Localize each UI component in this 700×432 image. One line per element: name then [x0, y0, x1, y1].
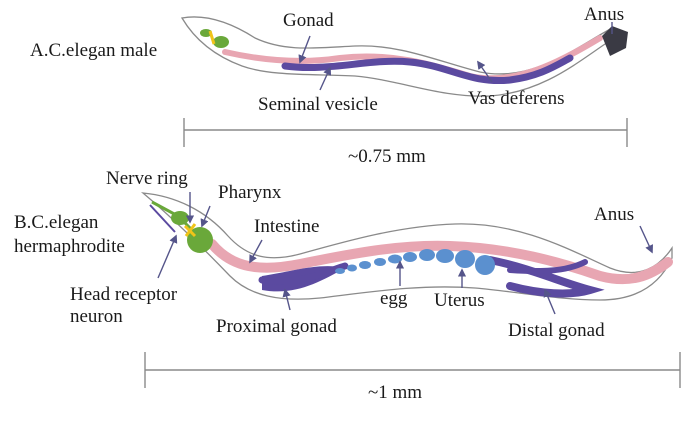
- egg: [374, 258, 386, 266]
- proximal-gonad-pointer: [282, 288, 291, 311]
- male-gonad: [281, 54, 574, 85]
- label-seminal-vesicle: Seminal vesicle: [258, 94, 378, 115]
- herm-pharynx-isthmus: [151, 200, 202, 240]
- male-pharynx-bulb: [213, 36, 229, 48]
- distal-gonad-pointer: [543, 288, 556, 315]
- herm-nerve-ring: [183, 223, 197, 238]
- herm-title-line1: B.C.elegan: [14, 212, 99, 233]
- male-worm: [180, 16, 628, 97]
- label-gonad: Gonad: [283, 10, 334, 31]
- herm-intestine: [207, 239, 673, 285]
- label-head-receptor-line1: Head receptor: [70, 284, 178, 305]
- egg: [419, 249, 435, 261]
- label-proximal-gonad: Proximal gonad: [216, 316, 337, 337]
- head-receptor-pointer: [157, 234, 178, 279]
- herm-scale-label: ~1 mm: [368, 382, 422, 403]
- label-nerve-ring: Nerve ring: [106, 168, 188, 189]
- label-herm-anus: Anus: [594, 204, 634, 225]
- egg: [436, 249, 454, 263]
- male-pharynx-bulb-2: [200, 29, 212, 37]
- herm-head-receptor-neuron: [149, 204, 176, 233]
- label-distal-gonad: Distal gonad: [508, 320, 605, 341]
- label-pharynx: Pharynx: [218, 182, 282, 203]
- male-scale-bar: [183, 118, 628, 147]
- herm-anus-pointer: [639, 225, 653, 254]
- seminal-vesicle-pointer: [319, 66, 332, 91]
- egg: [475, 255, 495, 275]
- herm-distal-gonad-arm: [507, 259, 588, 275]
- label-head-receptor-line2: neuron: [70, 306, 123, 327]
- male-nerve-ring: [208, 30, 216, 45]
- male-scale-label: ~0.75 mm: [348, 146, 426, 167]
- herm-scale-bar: [144, 352, 681, 388]
- egg: [335, 268, 345, 274]
- label-male-anus: Anus: [584, 4, 624, 25]
- pharynx-pointer: [200, 205, 211, 228]
- label-intestine: Intestine: [254, 216, 319, 237]
- male-title: A.C.elegan male: [30, 40, 157, 61]
- label-egg: egg: [380, 288, 408, 309]
- label-vas-deferens: Vas deferens: [468, 88, 565, 109]
- herm-proximal-gonad-arm: [258, 262, 349, 285]
- hermaphrodite-worm: [140, 192, 673, 315]
- egg: [403, 252, 417, 262]
- gonad-pointer: [298, 35, 311, 64]
- herm-title-line2: hermaphrodite: [14, 236, 125, 257]
- label-uterus: Uterus: [434, 290, 485, 311]
- egg: [455, 250, 475, 268]
- intestine-pointer: [249, 239, 263, 264]
- egg: [347, 264, 357, 272]
- male-anus-cap: [602, 26, 628, 56]
- egg: [359, 261, 371, 269]
- vas-deferens-pointer: [477, 60, 493, 83]
